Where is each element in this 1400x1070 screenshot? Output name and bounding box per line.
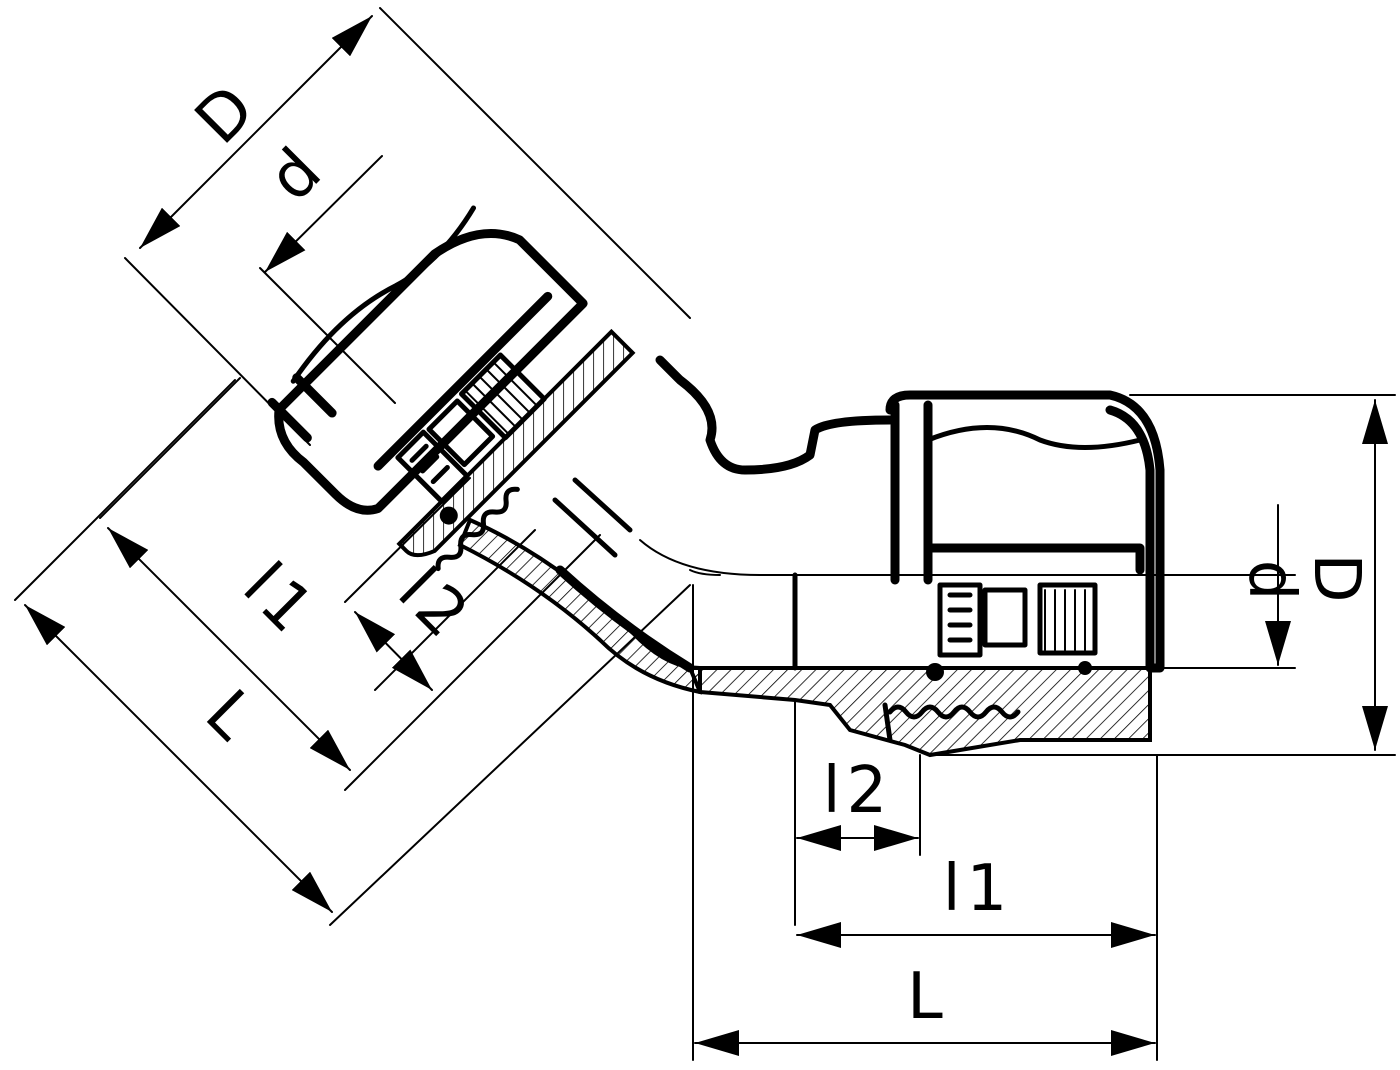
dimension-labels: D d l1 l2 L d D l2 l1 L [182, 72, 1373, 1034]
label-d-angled: d [255, 135, 336, 216]
right-clamp-ring [882, 582, 1098, 743]
right-union-nut [885, 390, 1165, 673]
label-d-right: d [1234, 560, 1308, 601]
label-l2-angled: l2 [384, 554, 486, 656]
right-dimensions [692, 394, 1396, 1061]
label-L-angled: L [191, 676, 269, 754]
label-D-angled: D [182, 72, 269, 159]
label-l2-bottom: l2 [823, 754, 894, 828]
label-D-right: D [1299, 553, 1373, 602]
right-coupling [687, 390, 1165, 758]
label-l1-bottom: l1 [943, 852, 1014, 926]
angled-dimensions [14, 7, 691, 926]
elbow-body [457, 355, 895, 695]
angled-coupling [267, 205, 636, 572]
label-L-bottom: L [907, 960, 943, 1034]
label-l1-angled: l1 [229, 549, 331, 651]
elbow-bend-section [457, 517, 702, 695]
